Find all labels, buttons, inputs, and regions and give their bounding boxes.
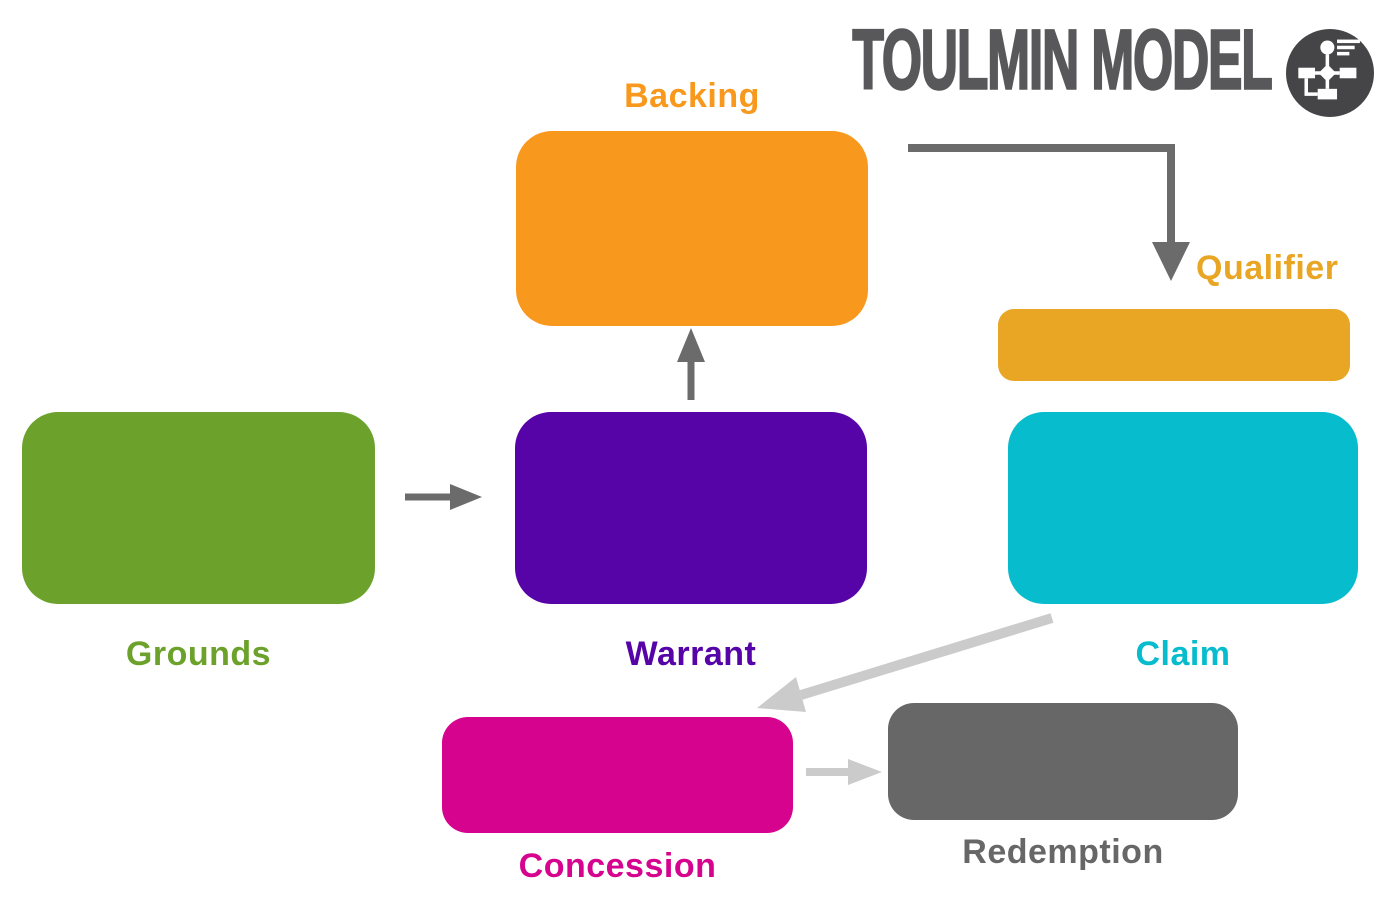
node-warrant [515,412,867,604]
label-backing: Backing [624,77,760,115]
label-qualifier: Qualifier [1196,249,1339,287]
label-redemption: Redemption [962,833,1164,871]
flowchart-icon [1286,29,1374,117]
node-backing [516,131,868,326]
label-warrant: Warrant [625,635,757,673]
label-grounds: Grounds [125,635,272,673]
arrow-backing-to-qualifier [908,144,1190,281]
arrow-grounds-to-warrant [405,484,482,510]
label-claim: Claim [1135,635,1231,673]
node-redemption [888,703,1238,820]
arrow-concession-to-redemption [806,759,882,785]
label-concession: Concession [518,847,717,885]
arrow-warrant-to-backing [677,328,705,400]
node-qualifier [998,309,1350,381]
page-title: TOULMIN MODEL [852,13,1274,108]
node-grounds [22,412,375,604]
node-concession [442,717,793,833]
node-claim [1008,412,1358,604]
